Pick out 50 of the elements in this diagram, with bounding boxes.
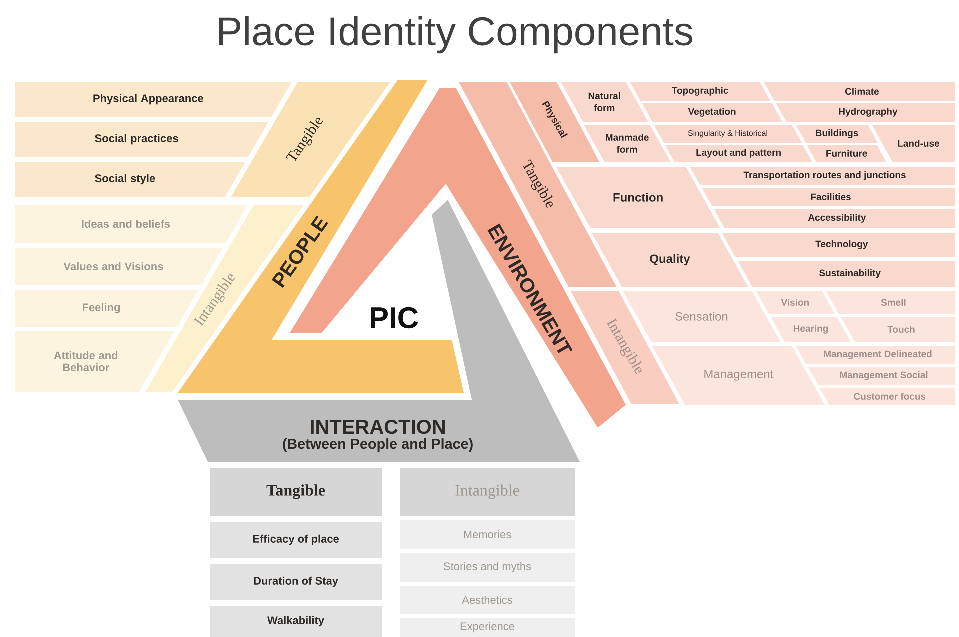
node-label: Quality <box>650 254 690 266</box>
component-box: Buildings <box>796 125 878 143</box>
component-box: Management Delineated <box>796 346 955 364</box>
component-box: Accessibility <box>714 209 955 228</box>
component-box: Ideas and beliefs <box>15 204 248 243</box>
component-box: Memories <box>400 520 575 549</box>
node-label: Management <box>704 370 774 381</box>
column-header: Intangible <box>400 468 575 516</box>
component-box: Smell <box>826 291 955 314</box>
component-box: Hydrography <box>776 103 955 122</box>
node-label: Land-use <box>898 140 940 147</box>
component-box: Facilities <box>702 188 955 206</box>
node-label: Vegetation <box>688 108 736 117</box>
component-box: Efficacy of place <box>210 522 382 558</box>
center-label: PIC <box>371 307 418 329</box>
component-box: Hearing <box>771 317 851 342</box>
component-box: Management Social <box>808 366 955 385</box>
node-label: Technology <box>816 240 868 250</box>
node-label: Topographic <box>672 87 728 96</box>
node-label: Smell <box>881 299 906 306</box>
component-box: Furniture <box>807 145 886 162</box>
component-box: Values and Visions <box>15 248 224 285</box>
node-label: Sustainability <box>819 270 881 278</box>
node-label: Vision <box>781 299 809 306</box>
component-box: Manmade form <box>584 125 671 162</box>
component-box: Technology <box>722 233 955 257</box>
component-box: Vision <box>756 291 835 314</box>
component-box: Climate <box>764 82 955 101</box>
component-box: Experience <box>400 618 575 637</box>
node-label: Hydrography <box>839 108 898 117</box>
component-box: Quality <box>592 233 748 287</box>
component-box: Stories and myths <box>400 552 575 582</box>
component-box: Physical Appearance <box>15 82 292 117</box>
component-box: Transportation routes and junctions <box>690 167 955 185</box>
component-box: Natural form <box>560 82 648 122</box>
component-box: Attitude and Behavior <box>15 330 175 392</box>
component-box: Social style <box>15 162 246 197</box>
column-header: Tangible <box>210 468 382 516</box>
component-box: Customer focus <box>820 388 955 405</box>
node-label: Hearing <box>794 325 828 334</box>
component-box: Aesthetics <box>400 586 575 614</box>
component-box: Duration of Stay <box>210 564 382 600</box>
node-label: Touch <box>888 326 915 333</box>
node-label: Climate <box>845 88 880 95</box>
component-box: Management <box>652 346 825 405</box>
component-box: Sustainability <box>738 261 955 287</box>
component-box: Land-use <box>872 125 955 162</box>
component-box: Social practices <box>15 122 269 157</box>
component-box: Walkability <box>210 606 382 637</box>
title: Place Identity Components <box>219 16 692 54</box>
